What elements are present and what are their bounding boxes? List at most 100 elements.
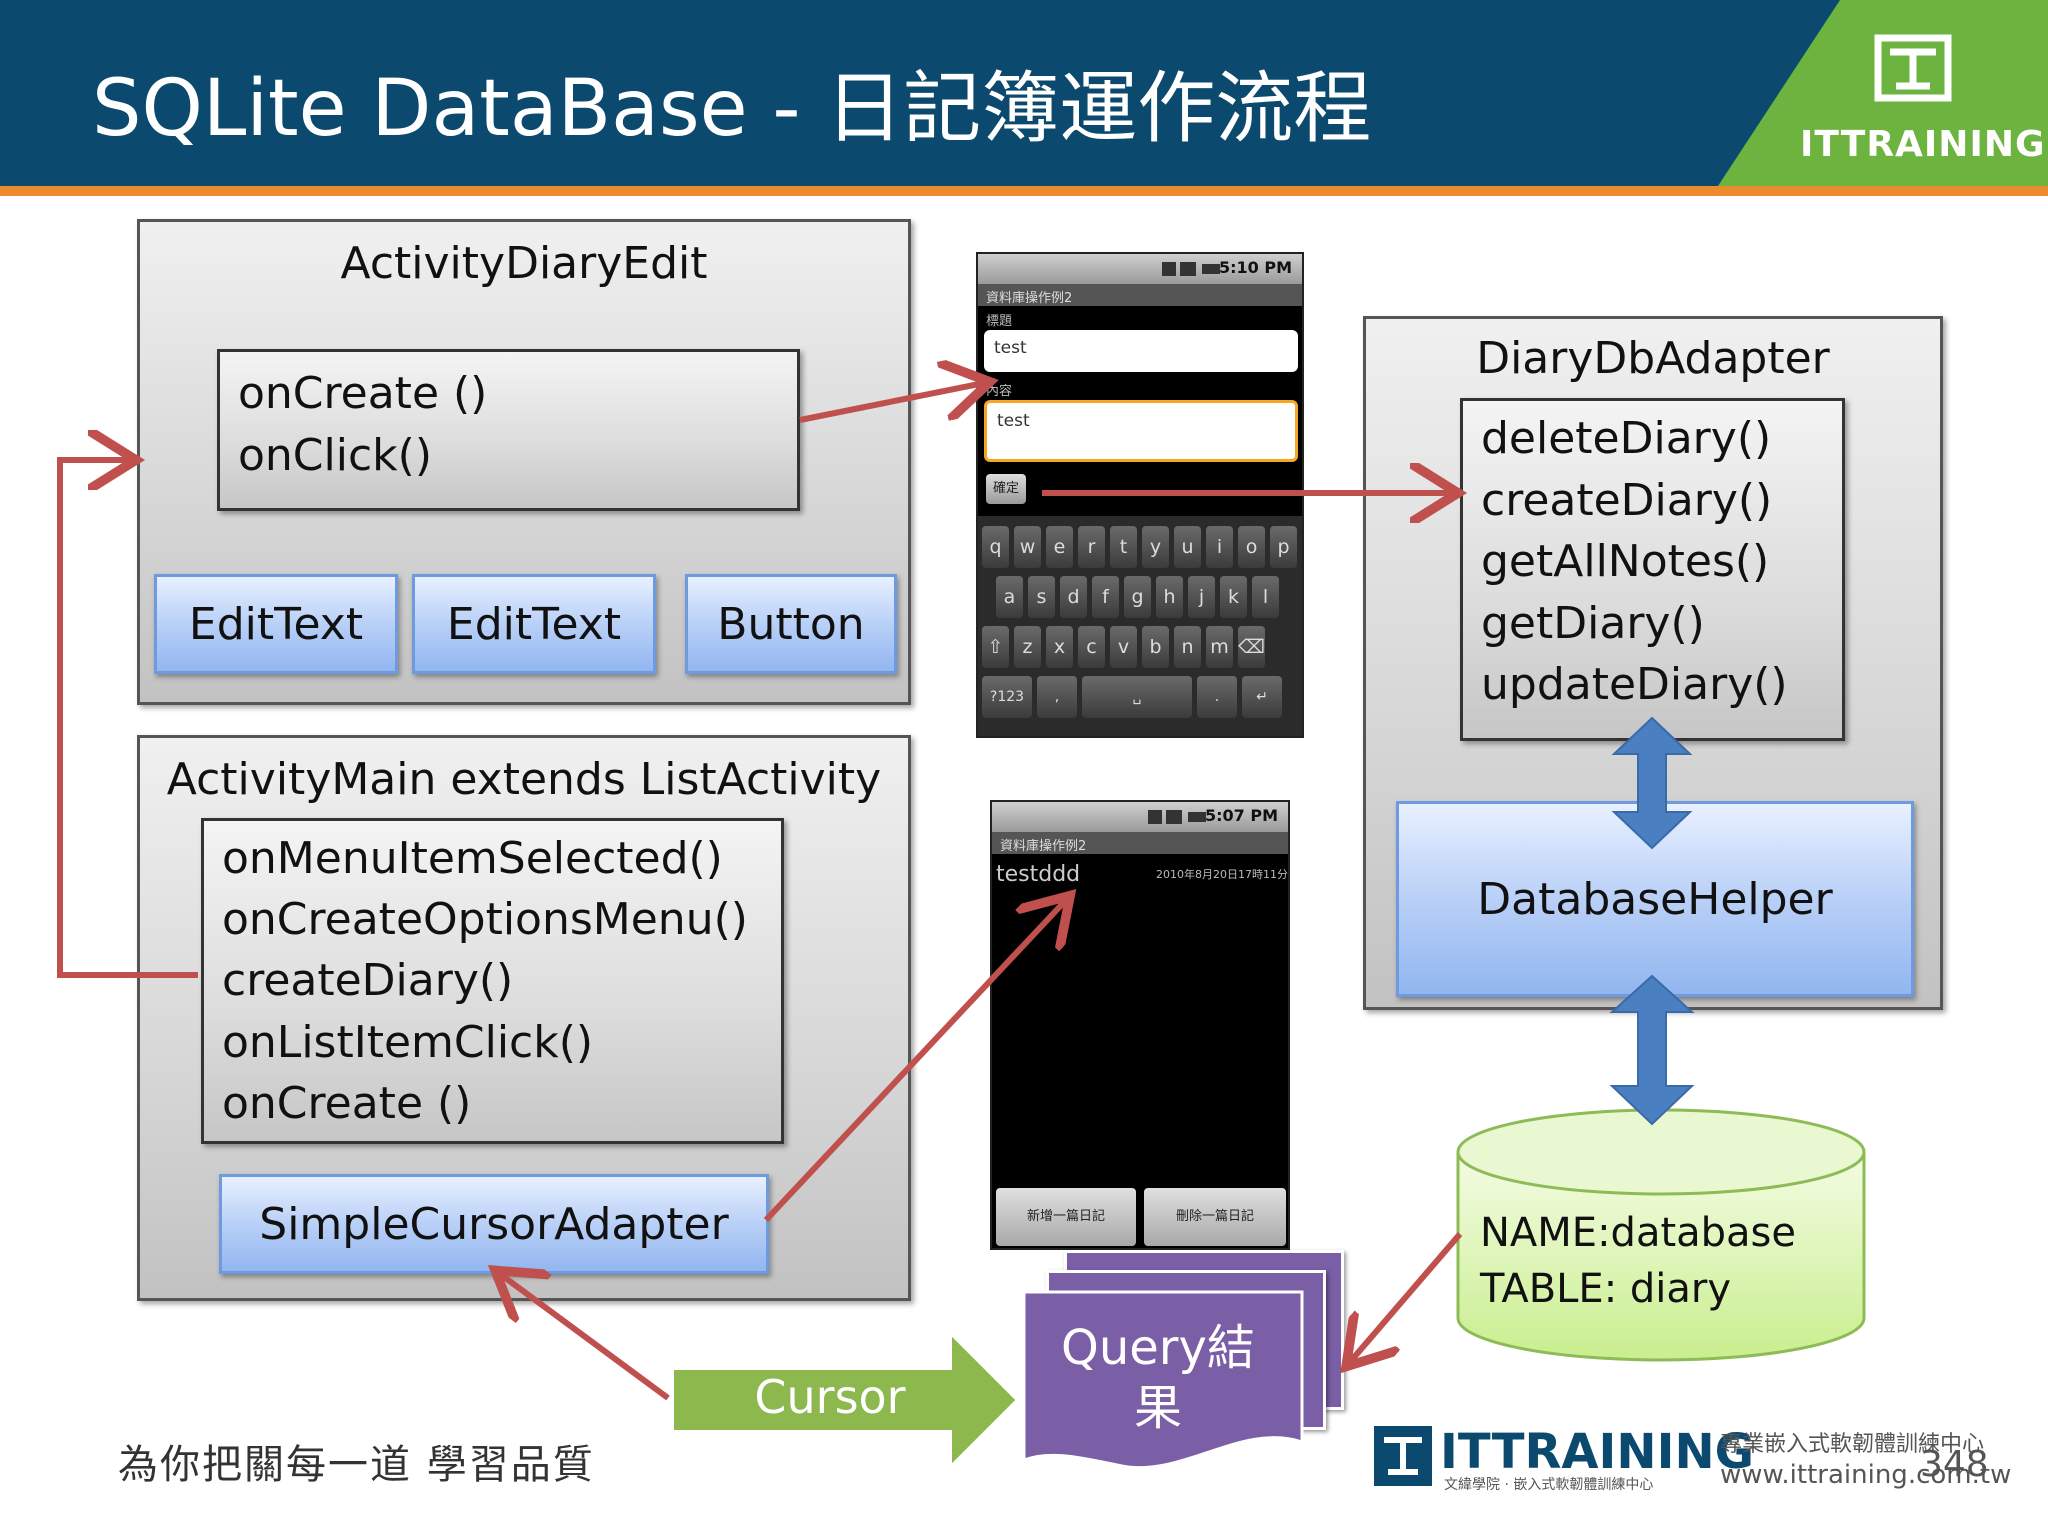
activity-main-title: ActivityMain extends ListActivity	[166, 754, 882, 805]
list-item-date: 2010年8月20日17時11分	[1156, 868, 1288, 881]
app-title-bar: 資料庫操作例2	[992, 832, 1288, 854]
method-creatediary: createDiary()	[222, 955, 514, 1006]
method-oncreateoptionsmenu: onCreateOptionsMenu()	[222, 894, 748, 945]
add-diary-button[interactable]: 新增一篇日記	[996, 1188, 1136, 1246]
arrow-main-to-edit	[57, 460, 198, 978]
method-onlistitemclick: onListItemClick()	[222, 1017, 594, 1068]
activity-main-methods: onMenuItemSelected() onCreateOptionsMenu…	[201, 818, 784, 1144]
keyboard-key[interactable]: w	[1014, 526, 1041, 568]
activity-diary-edit-title: ActivityDiaryEdit	[340, 238, 708, 289]
phone-list-screenshot: 5:07 PM 資料庫操作例2 testddd 2010年8月20日17時11分…	[990, 800, 1290, 1250]
method-onmenuitemselected: onMenuItemSelected()	[222, 833, 723, 884]
logo-mark-icon	[1874, 34, 1952, 102]
method-getdiary: getDiary()	[1481, 598, 1705, 649]
query-result-card	[1022, 1290, 1304, 1480]
keyboard-key[interactable]: t	[1110, 526, 1137, 568]
status-bar: 5:10 PM	[978, 254, 1302, 284]
logo-text: ITTRAINING	[1800, 124, 2046, 165]
simple-cursor-adapter: SimpleCursorAdapter	[219, 1174, 769, 1274]
keyboard-key[interactable]: ↵	[1242, 676, 1282, 718]
keyboard-key[interactable]: ?123	[982, 676, 1032, 718]
database-table: TABLE: diary	[1480, 1266, 1732, 1312]
keyboard-key[interactable]: v	[1110, 626, 1137, 668]
keyboard-key[interactable]: u	[1174, 526, 1201, 568]
keyboard-key[interactable]: ⇧	[982, 626, 1009, 668]
cursor-label: Cursor	[754, 1370, 906, 1424]
label-title: 標題	[986, 314, 1013, 329]
header-bar	[0, 0, 2048, 186]
keyboard-key[interactable]: p	[1270, 526, 1297, 568]
app-title: 資料庫操作例2	[1000, 839, 1087, 854]
method-oncreate: onCreate ()	[222, 1078, 472, 1129]
keyboard-key[interactable]: i	[1206, 526, 1233, 568]
keyboard-key[interactable]: h	[1156, 576, 1183, 618]
footer-slogan: 為你把關每一道 學習品質	[118, 1442, 595, 1488]
title-input[interactable]: test	[984, 330, 1298, 372]
edittext-widget-1: EditText	[154, 574, 398, 674]
page-number: 348	[1920, 1444, 1989, 1485]
footer-logo-icon	[1374, 1426, 1432, 1486]
keyboard-key[interactable]: k	[1220, 576, 1247, 618]
keyboard-key[interactable]: e	[1046, 526, 1073, 568]
header-stripe	[0, 186, 2048, 196]
delete-diary-button[interactable]: 刪除一篇日記	[1144, 1188, 1286, 1246]
database-name: NAME:database	[1480, 1210, 1796, 1256]
keyboard-key[interactable]: b	[1142, 626, 1169, 668]
footer-url: www.ittraining.com.tw	[1720, 1460, 2012, 1490]
confirm-button[interactable]: 確定	[986, 474, 1026, 504]
keyboard-key[interactable]: c	[1078, 626, 1105, 668]
page-title: SQLite DataBase - 日記簿運作流程	[92, 64, 1372, 154]
app-title-bar: 資料庫操作例2	[978, 284, 1302, 306]
keyboard-key[interactable]: ⌫	[1238, 626, 1265, 668]
helper-db-double-arrow	[1609, 974, 1695, 1126]
keyboard-key[interactable]: o	[1238, 526, 1265, 568]
footer-org: 專業嵌入式軟韌體訓練中心	[1720, 1432, 1985, 1457]
database-cylinder-icon	[1456, 1108, 1866, 1362]
method-getallnotes: getAllNotes()	[1481, 536, 1770, 587]
keyboard-key[interactable]: .	[1197, 676, 1237, 718]
body-input[interactable]: test	[984, 400, 1298, 462]
activity-diary-edit-methods: onCreate () onClick()	[217, 349, 800, 511]
keyboard-key[interactable]: ,	[1037, 676, 1077, 718]
method-deletediary: deleteDiary()	[1481, 413, 1772, 464]
diary-db-adapter-title: DiaryDbAdapter	[1476, 333, 1830, 384]
method-onclick: onClick()	[238, 430, 432, 481]
list-item-title: testddd	[996, 862, 1081, 887]
list-item[interactable]: testddd 2010年8月20日17時11分	[992, 856, 1288, 896]
edittext-widget-2: EditText	[412, 574, 656, 674]
arrow-cursor-to-adapter	[500, 1274, 670, 1401]
adapter-helper-double-arrow	[1611, 716, 1693, 850]
activity-diary-edit-panel: ActivityDiaryEdit onCreate () onClick() …	[137, 219, 911, 705]
keyboard-key[interactable]: j	[1188, 576, 1215, 618]
keyboard-key[interactable]: z	[1014, 626, 1041, 668]
keyboard-key[interactable]: r	[1078, 526, 1105, 568]
status-time: 5:07 PM	[1204, 806, 1278, 825]
keyboard-key[interactable]: a	[996, 576, 1023, 618]
keyboard-key[interactable]: f	[1092, 576, 1119, 618]
arrow-db-to-query	[1350, 1232, 1463, 1362]
query-result-label: Query結 果	[1061, 1320, 1255, 1436]
signal-battery-icon	[1162, 262, 1220, 276]
method-updatediary: updateDiary()	[1481, 659, 1788, 710]
keyboard-key[interactable]: q	[982, 526, 1009, 568]
arrow-onclick-to-phone	[799, 383, 984, 423]
method-oncreate: onCreate ()	[238, 368, 488, 419]
method-creatediary: createDiary()	[1481, 475, 1773, 526]
keyboard-key[interactable]: ␣	[1082, 676, 1192, 718]
keyboard-key[interactable]: x	[1046, 626, 1073, 668]
keyboard-key[interactable]: d	[1060, 576, 1087, 618]
keyboard-key[interactable]: m	[1206, 626, 1233, 668]
keyboard-key[interactable]: l	[1252, 576, 1279, 618]
cursor-arrow	[670, 1327, 1021, 1473]
footer-brand-sub: 文緯學院 · 嵌入式軟韌體訓練中心	[1444, 1477, 1654, 1493]
button-widget: Button	[685, 574, 897, 674]
keyboard-key[interactable]: n	[1174, 626, 1201, 668]
app-title: 資料庫操作例2	[986, 291, 1073, 306]
keyboard-key[interactable]: y	[1142, 526, 1169, 568]
keyboard-key[interactable]: s	[1028, 576, 1055, 618]
keyboard-key[interactable]: g	[1124, 576, 1151, 618]
status-bar: 5:07 PM	[992, 802, 1288, 832]
signal-battery-icon	[1148, 810, 1206, 824]
